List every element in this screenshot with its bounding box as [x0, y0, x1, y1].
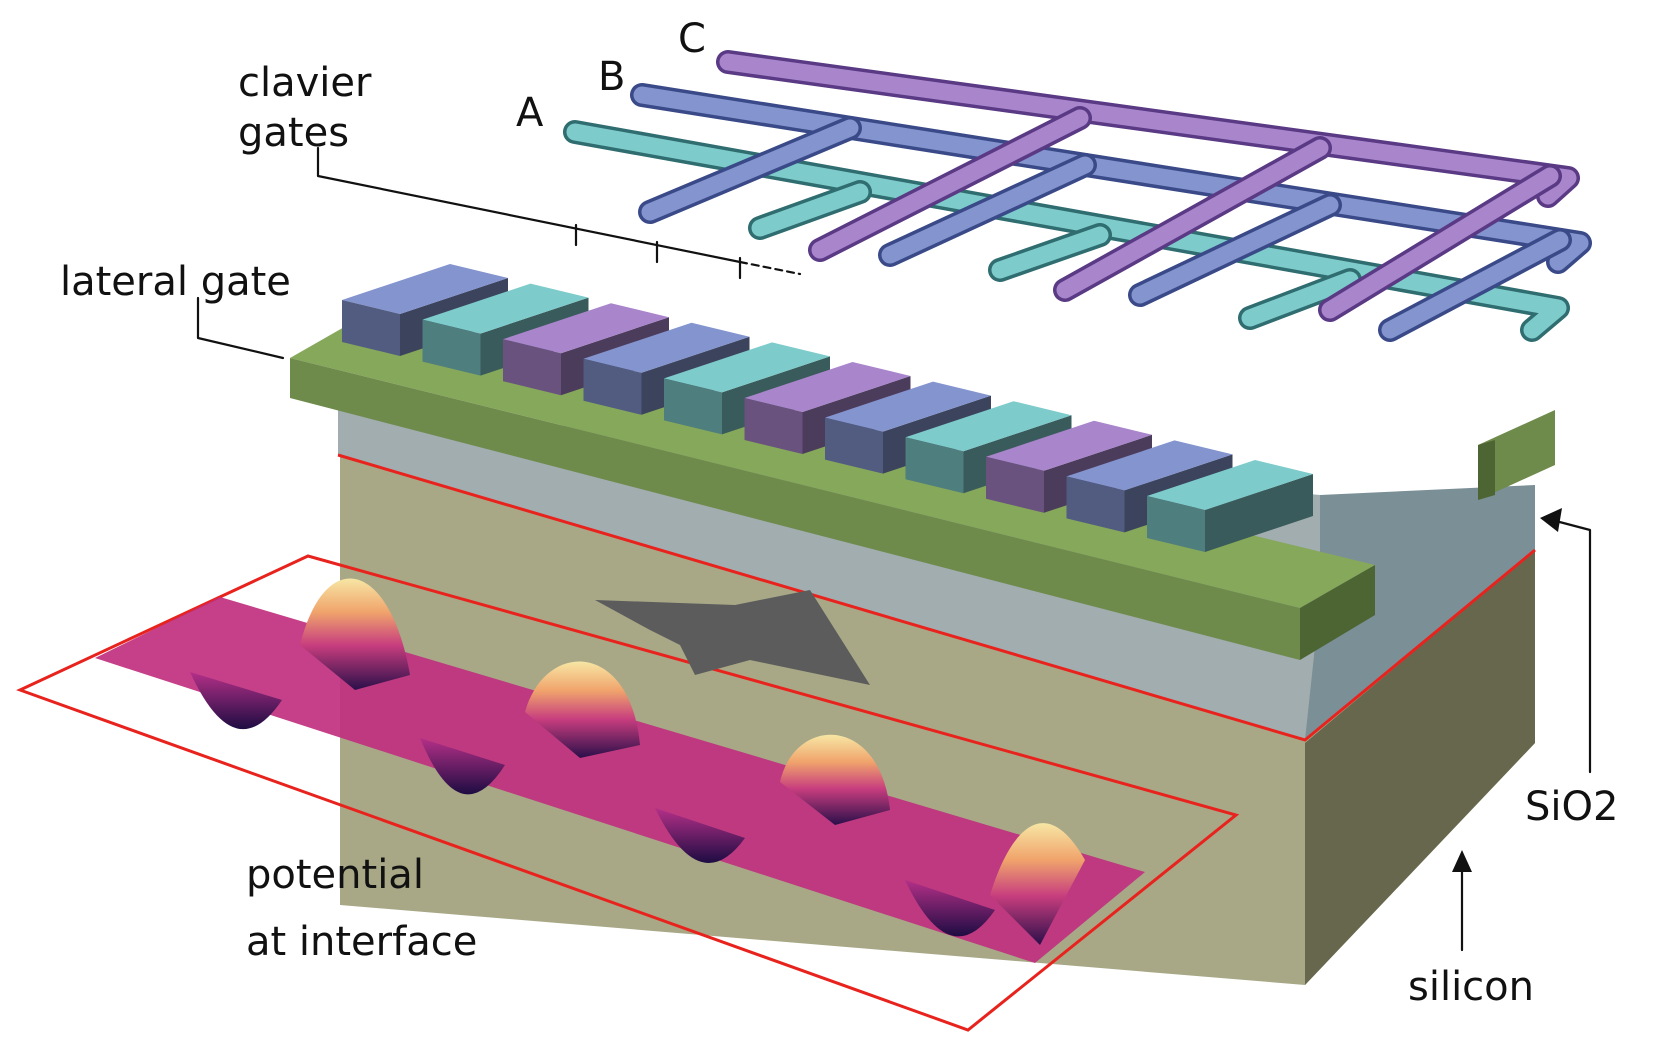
clavier-callout-line — [316, 146, 742, 264]
gate-a-label: A — [516, 90, 544, 136]
gate-front — [825, 417, 883, 474]
sio2-label: SiO2 — [1525, 784, 1618, 830]
bus-a — [563, 120, 1570, 342]
wave-peak — [780, 734, 890, 825]
gate-top — [1066, 440, 1233, 491]
potential-label-line2: at interface — [246, 919, 477, 965]
gate-top — [744, 362, 911, 412]
gate-side — [1205, 474, 1313, 552]
lateral-gate-end — [1300, 565, 1375, 660]
lateral-gate-back-front — [1478, 440, 1495, 500]
clavier-label-line2: gates — [238, 110, 349, 156]
silicon-side-face — [1305, 550, 1535, 985]
bus-c — [716, 50, 1580, 322]
wave-trough — [655, 808, 745, 863]
gate-top — [503, 303, 669, 354]
silicon-callout-arrowhead — [1452, 850, 1472, 872]
gate-front — [342, 300, 400, 356]
gate-front — [905, 437, 964, 494]
interface-line — [337, 453, 1536, 742]
gate-c-label: C — [678, 16, 706, 62]
clavier-gates — [342, 264, 1313, 552]
wave-peak — [990, 823, 1085, 945]
wave-trough — [420, 738, 505, 795]
interface-plane — [16, 554, 1240, 1032]
gate-front — [664, 378, 722, 435]
bus-b — [630, 83, 1592, 342]
lateral-gate-back — [1478, 410, 1555, 500]
sio2-callout-arrowhead — [1540, 508, 1562, 532]
wave-peak — [525, 661, 640, 758]
callouts — [196, 146, 1592, 952]
gate-top — [342, 264, 508, 314]
wave-peak — [300, 578, 410, 690]
clavier-label-line1: clavier — [238, 60, 372, 106]
gate-top — [422, 283, 589, 334]
gate-top — [825, 381, 991, 432]
sio2-side — [1305, 485, 1535, 740]
arrow-icon — [595, 590, 870, 685]
labels: A B C clavier gates lateral gate SiO2 si… — [60, 16, 1618, 1010]
sio2-callout-line — [1550, 518, 1592, 774]
gate-front — [986, 456, 1044, 513]
wave-trough — [905, 880, 995, 937]
gate-front — [1147, 496, 1205, 552]
lateral-gate-label: lateral gate — [60, 259, 291, 305]
gate-wiring — [563, 50, 1592, 342]
gate-top — [664, 342, 830, 393]
lateral-gate-front — [290, 358, 1300, 660]
gate-top — [986, 420, 1152, 471]
gate-top — [583, 322, 750, 373]
lateral-callout-line — [196, 296, 285, 360]
wave-trough — [190, 672, 282, 730]
silicon-label: silicon — [1408, 964, 1534, 1010]
interface-outline — [16, 453, 1536, 1032]
potential-label-line1: potential — [246, 852, 424, 898]
gate-front — [422, 319, 481, 376]
gate-front — [503, 339, 561, 396]
gate-front — [583, 358, 642, 415]
gate-front — [1066, 476, 1125, 533]
clavier-gate-a — [1147, 460, 1313, 552]
gate-top — [905, 401, 1072, 452]
clavier-callout-dash — [738, 260, 802, 276]
gate-top — [1147, 460, 1313, 510]
gate-front — [744, 398, 803, 454]
potential-wave — [95, 578, 1145, 963]
gate-b-label: B — [598, 54, 625, 100]
